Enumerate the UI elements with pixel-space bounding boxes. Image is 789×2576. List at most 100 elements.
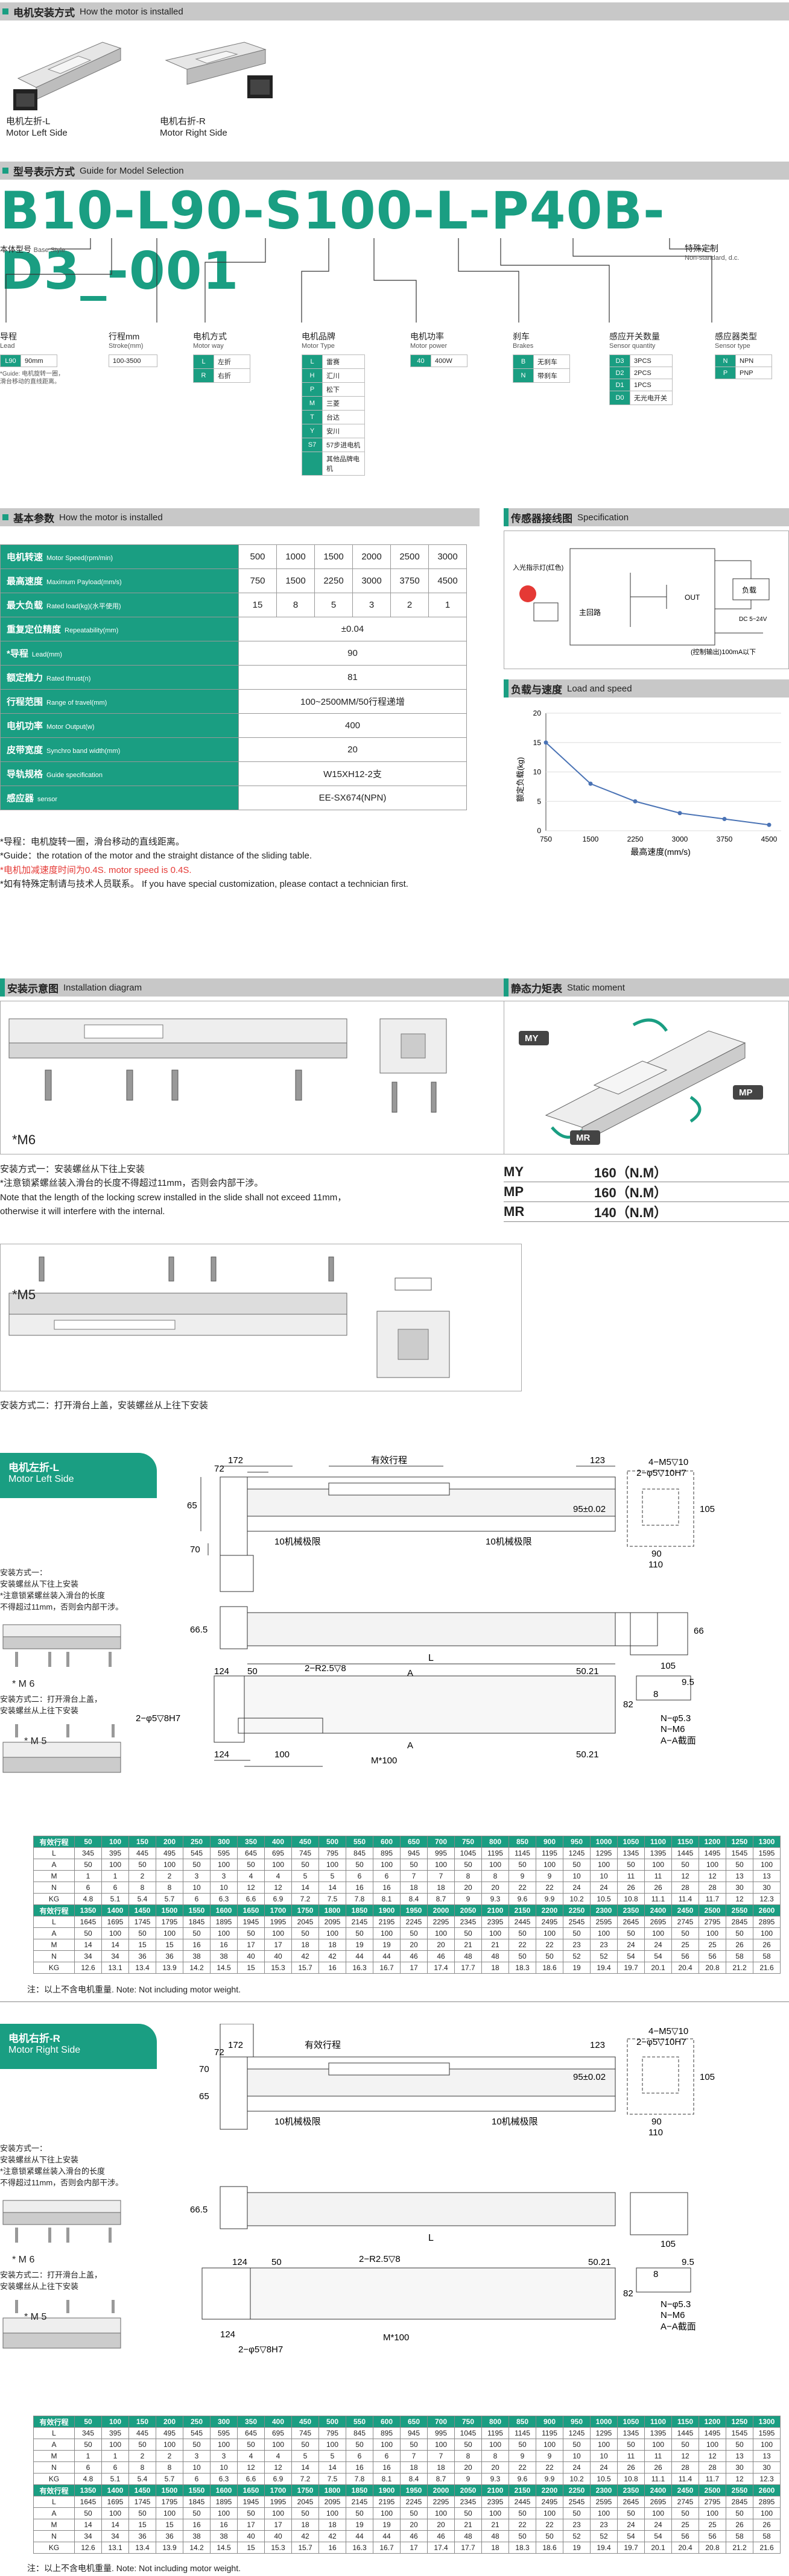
dim-row-label: KG bbox=[33, 1893, 75, 1905]
section-title: 安装示意图 bbox=[7, 983, 59, 995]
special-label: 特殊定制 Non-standard, d.c. bbox=[685, 244, 740, 262]
type-code: H bbox=[302, 368, 323, 383]
x-tick-label: 4500 bbox=[761, 835, 778, 843]
dim-cell: 100 bbox=[536, 2439, 563, 2451]
dim-cell: 1750 bbox=[291, 1904, 319, 1916]
dim-cell: 995 bbox=[427, 2427, 455, 2439]
dim-cell: 345 bbox=[74, 1847, 102, 1859]
dim-cell: 11.7 bbox=[699, 2473, 726, 2485]
install-note-2: 安装方式二：打开滑台上盖，安装螺丝从上往下安装 bbox=[0, 1400, 209, 1411]
dim-cell: 26 bbox=[726, 2519, 753, 2531]
section-header-moment: 静态力矩表 Static moment bbox=[504, 978, 789, 997]
dim-row-label: A bbox=[33, 1927, 75, 1939]
dim-holes-1: 4−M5▽10 bbox=[648, 2026, 688, 2036]
dim-cell: 1595 bbox=[753, 2427, 781, 2439]
dim-holes-2: 2−φ5▽10H7 bbox=[636, 2037, 686, 2047]
dim-cell: 345 bbox=[74, 2427, 102, 2439]
param-value: W15XH12-2支 bbox=[238, 761, 467, 786]
dim-cell: 6.3 bbox=[210, 1893, 238, 1905]
lead-note: *Guide: 电机旋转一圈，滑台移动的直线距离。 bbox=[0, 371, 65, 385]
dim-cell: 400 bbox=[264, 2416, 292, 2428]
dim-cell: 1595 bbox=[753, 1847, 781, 1859]
dim-124: 124 bbox=[232, 2257, 247, 2267]
dim-cell: 5 bbox=[318, 1870, 346, 1882]
way-code: R bbox=[193, 368, 214, 383]
dim-cell: 26 bbox=[753, 2519, 781, 2531]
dim-cell: 11.1 bbox=[644, 2473, 672, 2485]
dim-cell: 24 bbox=[617, 2519, 645, 2531]
dim-cell: 7.5 bbox=[318, 2473, 346, 2485]
dim-cell: 50 bbox=[74, 1859, 102, 1871]
dim-cell: 21.2 bbox=[726, 2542, 753, 2554]
dim-holes-1: 4−M5▽10 bbox=[648, 1457, 688, 1467]
dim-cell: 21.6 bbox=[753, 2542, 781, 2554]
dim-cell: 350 bbox=[237, 1836, 265, 1848]
dim-row-label: 有效行程 bbox=[33, 2416, 75, 2428]
dim-cell: 1350 bbox=[74, 2484, 102, 2496]
dim-cell: 25 bbox=[699, 1939, 726, 1951]
dim-cell: 17 bbox=[400, 2542, 428, 2554]
dim-cell: 100 bbox=[536, 1859, 563, 1871]
dim-cell: 400 bbox=[264, 1836, 292, 1848]
series-line bbox=[545, 742, 770, 826]
dim-cell: 10 bbox=[590, 1870, 618, 1882]
dim-cell: 6.3 bbox=[210, 2473, 238, 2485]
dim-row-label: KG bbox=[33, 2542, 75, 2554]
dim-cell: 2145 bbox=[346, 1916, 373, 1928]
dim-cell: 100 bbox=[481, 1927, 509, 1939]
sensor-qty-en: Sensor quantity bbox=[609, 342, 656, 350]
motor-left-cn: 电机左折-L bbox=[6, 116, 51, 127]
dim-cell: 100 bbox=[210, 2507, 238, 2519]
param-key-en: Synchro band width(mm) bbox=[46, 748, 121, 755]
y-tick-label: 0 bbox=[537, 827, 541, 835]
type-code: M bbox=[302, 396, 323, 411]
dim-cell: 10.5 bbox=[590, 2473, 618, 2485]
dim-cell: 2350 bbox=[617, 2484, 645, 2496]
m5-label: *M5 bbox=[12, 1287, 36, 1302]
dim-cell: 2050 bbox=[454, 2484, 482, 2496]
dim-stroke: 有效行程 bbox=[371, 1455, 407, 1466]
dim-cell: 100 bbox=[699, 1927, 726, 1939]
note-line: 安装方式一：安装螺丝从下往上安装 bbox=[0, 1164, 145, 1174]
note-line: *电机加减速度时间为0.4S. motor speed is 0.4S. bbox=[0, 864, 192, 875]
control-output-label: (控制输出)100mA以下 bbox=[691, 647, 756, 656]
dim-cell: 2295 bbox=[427, 2496, 455, 2508]
dim-cell: 3 bbox=[183, 1870, 211, 1882]
dim-cell: 1600 bbox=[210, 1904, 238, 1916]
dim-cell: 13.9 bbox=[156, 2542, 183, 2554]
dim-cell: 13.4 bbox=[128, 1962, 156, 1974]
dim-cell: 3 bbox=[210, 2450, 238, 2462]
dim-cell: 100 bbox=[699, 1859, 726, 1871]
motor-right-caption: 电机右折-R Motor Right Side bbox=[160, 116, 227, 139]
dim-cell: 2400 bbox=[644, 1904, 672, 1916]
dim-cell: 1895 bbox=[210, 2496, 238, 2508]
section-subtitle: Specification bbox=[577, 512, 629, 523]
dim-cell: 50 bbox=[237, 1859, 265, 1871]
dim-123: 123 bbox=[590, 1455, 605, 1466]
data-point bbox=[633, 799, 638, 804]
dim-cell: 1700 bbox=[264, 2484, 292, 2496]
dim-cell: 100 bbox=[753, 2439, 781, 2451]
dim-cell: 50 bbox=[509, 2507, 536, 2519]
dim-cell: 12 bbox=[264, 2461, 292, 2474]
section-title: 型号表示方式 bbox=[13, 166, 75, 178]
dim-50: 50 bbox=[271, 2257, 282, 2267]
dim-cell: 40 bbox=[237, 1950, 265, 1962]
dim-cell: 2145 bbox=[346, 2496, 373, 2508]
dim-cell: 750 bbox=[454, 1836, 482, 1848]
dim-cell: 50 bbox=[454, 1927, 482, 1939]
dim-cell: 100 bbox=[481, 2439, 509, 2451]
dim-cell: 18.3 bbox=[509, 1962, 536, 1974]
dim-cell: 50 bbox=[346, 2507, 373, 2519]
dim-cell: 1300 bbox=[753, 2416, 781, 2428]
dim-m100: M*100 bbox=[383, 2332, 409, 2343]
dim-cell: 500 bbox=[318, 2416, 346, 2428]
param-value: 3 bbox=[352, 593, 391, 617]
dim-cell: 50 bbox=[671, 2507, 699, 2519]
right-m6: * M 6 bbox=[12, 2255, 35, 2265]
